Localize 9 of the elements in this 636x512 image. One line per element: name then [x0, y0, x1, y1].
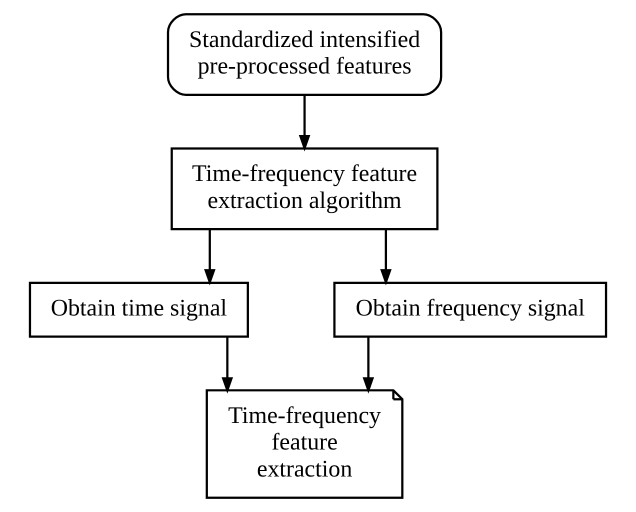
- node-box: Standardized intensified pre-processed features: [166, 13, 442, 96]
- arrow: [222, 336, 234, 394]
- arrow: [204, 230, 216, 286]
- node-box: Obtain frequency signal: [333, 282, 608, 338]
- arrow: [362, 336, 374, 394]
- arrow: [380, 230, 392, 286]
- node-box: Time-frequency feature extraction algorithm: [170, 147, 438, 230]
- node-box: Obtain time signal: [28, 282, 249, 338]
- arrow: [298, 94, 310, 152]
